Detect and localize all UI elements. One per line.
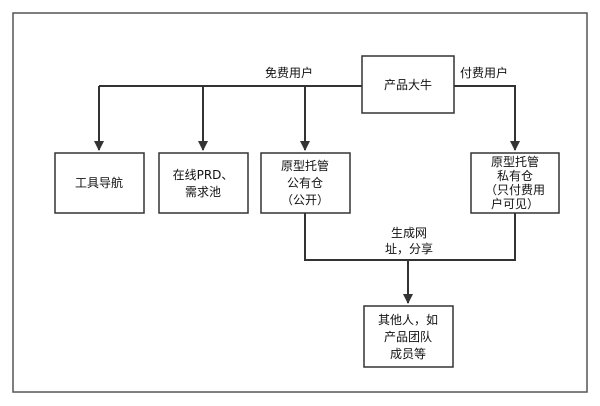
node-tool-nav-box [54, 152, 145, 214]
node-public-repo-line-1: 原型托管 [281, 158, 329, 173]
node-private-repo-line-1: 原型托管 [491, 154, 539, 169]
edge-label-share-line-1: 生成网 [391, 226, 427, 240]
node-others-box [363, 305, 454, 368]
node-root-label: 产品大牛 [384, 77, 432, 92]
node-others: 其他人，如 产品团队 成员等 [363, 305, 454, 368]
edge-label-paid-users: 付费用户 [460, 65, 508, 80]
node-private-repo-line-4: 户可见） [491, 196, 539, 211]
node-online-prd-line-2: 需求池 [185, 185, 221, 199]
node-public-repo: 原型托管 公有仓 （公开） [260, 152, 351, 214]
edge-root-to-private-repo [454, 85, 520, 151]
node-tool-nav-label: 工具导航 [75, 175, 123, 190]
node-public-repo-line-3: （公开） [281, 193, 329, 207]
node-public-repo-box [260, 152, 351, 214]
outer-frame [12, 12, 588, 393]
node-private-repo-line-2: 私有仓 [497, 169, 533, 183]
node-private-repo: 原型托管 私有仓 （只付费用 户可见） [470, 152, 560, 214]
node-root: 产品大牛 [361, 55, 455, 114]
node-online-prd-box [158, 152, 249, 214]
edge-label-share-line-2: 址，分享 [385, 241, 433, 256]
node-online-prd-line-1: 在线PRD、 [173, 168, 234, 182]
node-tool-nav: 工具导航 [54, 152, 145, 214]
edge-label-free-users: 免费用户 [265, 65, 313, 80]
node-others-line-1: 其他人，如 [378, 312, 438, 327]
node-public-repo-line-2: 公有仓 [287, 176, 323, 190]
edge-public-repo-down [304, 213, 516, 261]
node-online-prd: 在线PRD、 需求池 [158, 152, 249, 214]
node-others-line-3: 成员等 [390, 347, 426, 361]
node-private-repo-line-3: （只付费用 [485, 183, 545, 197]
node-private-repo-box [470, 152, 560, 214]
connectors [94, 85, 520, 304]
node-others-line-2: 产品团队 [384, 329, 432, 344]
node-root-box [361, 55, 455, 114]
